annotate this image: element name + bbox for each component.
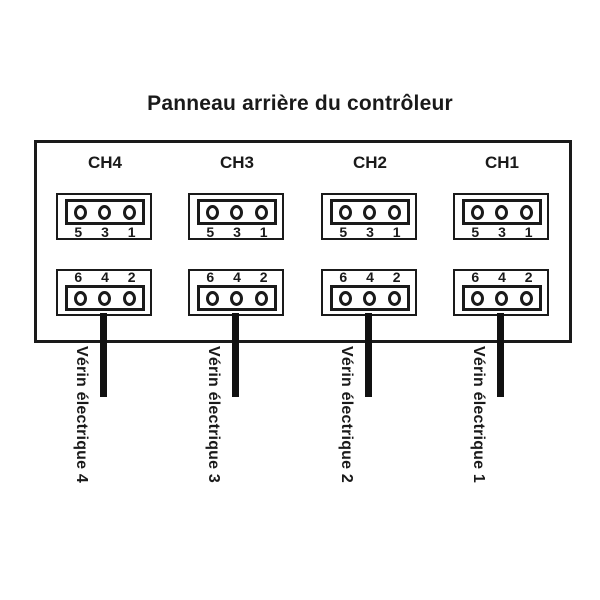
channel-label-ch1: CH1 [484,153,519,172]
channel-ch3: CH3 5 3 1 6 4 2 [171,143,303,346]
pin-hole [123,290,137,306]
pin-number: 3 [233,223,241,240]
pin-hole [255,204,269,220]
connector-ch4-top[interactable]: 5 3 1 [56,193,152,240]
cable-ch4 [100,313,107,397]
connector-ch2-bottom[interactable]: 6 4 2 [321,269,417,316]
pin-hole [205,204,219,220]
pin-number: 6 [206,268,215,285]
pin-hole [388,204,402,220]
pin-row-ch3-top [197,199,277,225]
pin-numbers-ch1-bottom: 6 4 2 [462,269,542,284]
pin-numbers-ch2-top: 5 3 1 [330,224,410,239]
pin-hole [205,290,219,306]
pin-number: 5 [339,223,348,240]
pin-hole [495,204,509,220]
pin-number: 2 [392,268,401,285]
pin-hole [363,290,377,306]
pin-hole [123,204,137,220]
connector-ch2-top[interactable]: 5 3 1 [321,193,417,240]
pin-hole [520,204,534,220]
channel-label-ch4: CH4 [87,153,122,172]
pin-number: 3 [498,223,506,240]
pin-row-ch4-bottom [65,285,145,311]
actuator-label-ch1: Vérin électrique 1 [470,346,487,483]
pin-number: 4 [101,268,109,285]
cable-ch1 [497,313,504,397]
pin-row-ch1-bottom [462,285,542,311]
pin-hole [98,204,112,220]
channel-ch4: CH4 5 3 1 6 4 2 [39,143,171,346]
pin-numbers-ch4-top: 5 3 1 [65,224,145,239]
pin-row-ch3-bottom [197,285,277,311]
cable-ch3 [232,313,239,397]
pin-number: 1 [127,223,136,240]
pin-numbers-ch3-bottom: 6 4 2 [197,269,277,284]
pin-number: 3 [366,223,374,240]
pin-number: 6 [471,268,480,285]
pin-number: 6 [339,268,348,285]
pin-row-ch2-top [330,199,410,225]
channel-label-ch3: CH3 [219,153,254,172]
pin-row-ch1-top [462,199,542,225]
controller-rear-panel: CH4 5 3 1 6 4 2 [34,140,572,343]
pin-number: 2 [259,268,268,285]
connector-ch1-bottom[interactable]: 6 4 2 [453,269,549,316]
pin-hole [388,290,402,306]
pin-row-ch4-top [65,199,145,225]
actuator-label-ch4: Vérin électrique 4 [73,346,90,483]
pin-number: 2 [127,268,136,285]
pin-number: 1 [524,223,533,240]
pin-numbers-ch4-bottom: 6 4 2 [65,269,145,284]
connector-ch3-top[interactable]: 5 3 1 [188,193,284,240]
pin-hole [338,204,352,220]
pin-number: 5 [206,223,215,240]
actuator-label-ch2: Vérin électrique 2 [338,346,355,483]
pin-number: 4 [498,268,506,285]
pin-hole [73,290,87,306]
actuator-label-ch3: Vérin électrique 3 [205,346,222,483]
page-title: Panneau arrière du contrôleur [147,92,453,115]
pin-hole [495,290,509,306]
pin-numbers-ch3-top: 5 3 1 [197,224,277,239]
pin-hole [338,290,352,306]
pin-hole [363,204,377,220]
pin-number: 4 [366,268,374,285]
connector-ch1-top[interactable]: 5 3 1 [453,193,549,240]
pin-hole [255,290,269,306]
cable-ch2 [365,313,372,397]
pin-hole [98,290,112,306]
channel-ch1: CH1 5 3 1 6 4 2 [436,143,568,346]
pin-number: 5 [74,223,83,240]
pin-number: 2 [524,268,533,285]
pin-number: 3 [101,223,109,240]
connector-ch4-bottom[interactable]: 6 4 2 [56,269,152,316]
connector-ch3-bottom[interactable]: 6 4 2 [188,269,284,316]
pin-row-ch2-bottom [330,285,410,311]
pin-number: 1 [259,223,268,240]
pin-hole [73,204,87,220]
pin-number: 4 [233,268,241,285]
pin-numbers-ch1-top: 5 3 1 [462,224,542,239]
pin-hole [470,204,484,220]
channel-ch2: CH2 5 3 1 6 4 2 [304,143,436,346]
pin-hole [230,290,244,306]
pin-number: 6 [74,268,83,285]
pin-number: 5 [471,223,480,240]
pin-hole [520,290,534,306]
pin-hole [230,204,244,220]
pin-numbers-ch2-bottom: 6 4 2 [330,269,410,284]
pin-hole [470,290,484,306]
channel-label-ch2: CH2 [352,153,387,172]
pin-number: 1 [392,223,401,240]
